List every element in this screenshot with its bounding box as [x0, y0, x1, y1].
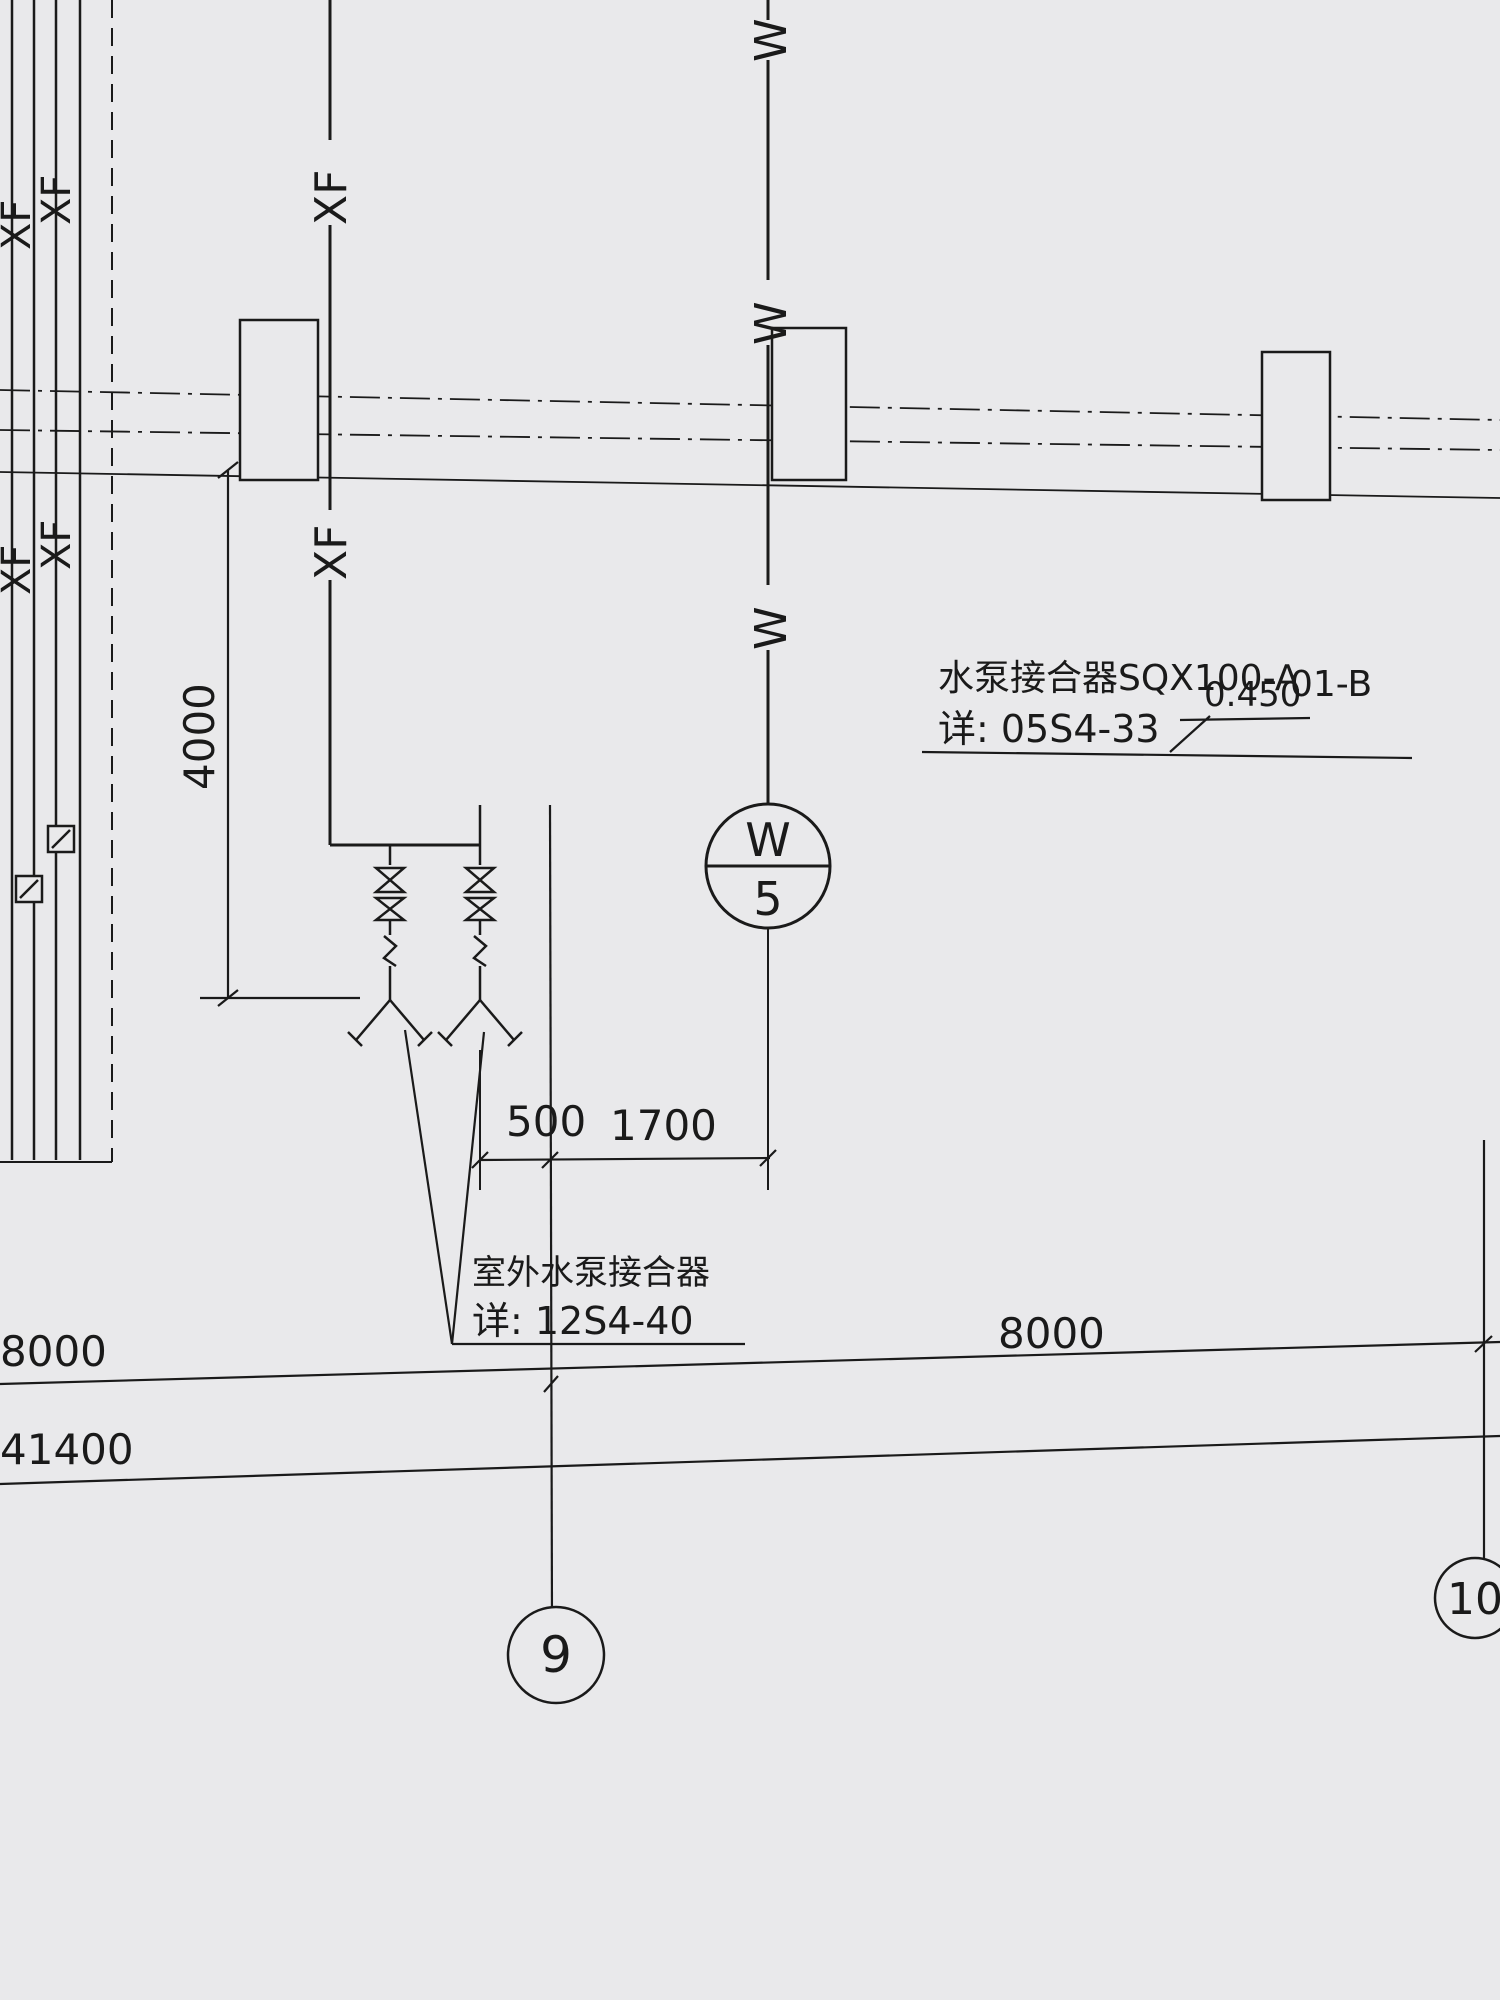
- grid-axis-9-line: [548, 804, 554, 1626]
- pump-adapter-suffix: 01-B: [1290, 664, 1372, 705]
- outdoor-adapter-note: 室外水泵接合器 详: 12S4-40: [472, 1253, 710, 1343]
- grid-axis-bubble-icon: 10: [1433, 1556, 1500, 1640]
- check-valve-icon: [14, 874, 44, 904]
- span-label-8000-left: 8000: [0, 1327, 107, 1376]
- pipe-label-w-3: W: [746, 606, 797, 650]
- w-pipe: W W W: [746, 0, 797, 1190]
- adapter-leader-lines: [403, 1029, 745, 1346]
- pipe-label-w-1: W: [746, 18, 797, 62]
- inspection-well-icon: W 5: [704, 802, 832, 930]
- elevation-overlay: 0.450: [1204, 675, 1301, 715]
- dim-label-1700: 1700: [610, 1101, 717, 1150]
- outdoor-adapter-detail: 详: 12S4-40: [472, 1299, 694, 1343]
- pipe-label-xf-left-2: XF: [0, 200, 40, 250]
- dimension-4000: 4000: [175, 461, 360, 1007]
- column-left: [238, 318, 320, 482]
- column-middle: [770, 326, 848, 482]
- span-dimension-lines: 8000 8000 41400: [0, 1309, 1500, 1486]
- xf-pipe: XF XF: [306, 0, 480, 847]
- pump-adapter-icon: [347, 845, 433, 1047]
- check-valve-icon: [46, 824, 76, 854]
- dim-label-500: 500: [506, 1097, 586, 1146]
- dimension-500-1700: 500 1700: [471, 1050, 777, 1190]
- pipe-label-xf-main-1: XF: [306, 170, 357, 225]
- pipe-label-xf-left-1: XF: [34, 175, 80, 225]
- left-pipe-group: XF XF XF XF: [0, 0, 113, 1163]
- pump-adapter-note: 水泵接合器SQX100-A 0.450 01-B 详: 05S4-33: [921, 658, 1413, 760]
- pipe-label-xf-main-2: XF: [306, 525, 357, 580]
- dim-label-4000: 4000: [175, 683, 224, 790]
- pump-adapter-icon: [437, 805, 523, 1047]
- pump-adapter-title: 水泵接合器SQX100-A: [938, 658, 1300, 699]
- pump-adapter-detail: 详: 05S4-33: [938, 707, 1160, 751]
- pipe-label-xf-left-4: XF: [0, 545, 40, 595]
- grid-axis-bubble-icon: 9: [506, 1605, 606, 1705]
- grid-axis-label-10: 10: [1447, 1574, 1500, 1625]
- column-right: [1260, 350, 1332, 502]
- well-marker-top: W: [745, 813, 790, 867]
- pipe-label-xf-left-3: XF: [34, 520, 80, 570]
- grid-axis-label-9: 9: [540, 1626, 572, 1684]
- well-marker-bottom: 5: [753, 872, 782, 926]
- span-label-8000-right: 8000: [998, 1309, 1105, 1358]
- outdoor-adapter-title: 室外水泵接合器: [472, 1253, 710, 1293]
- pipe-label-w-2: W: [746, 301, 797, 345]
- span-label-41400: 41400: [0, 1425, 134, 1474]
